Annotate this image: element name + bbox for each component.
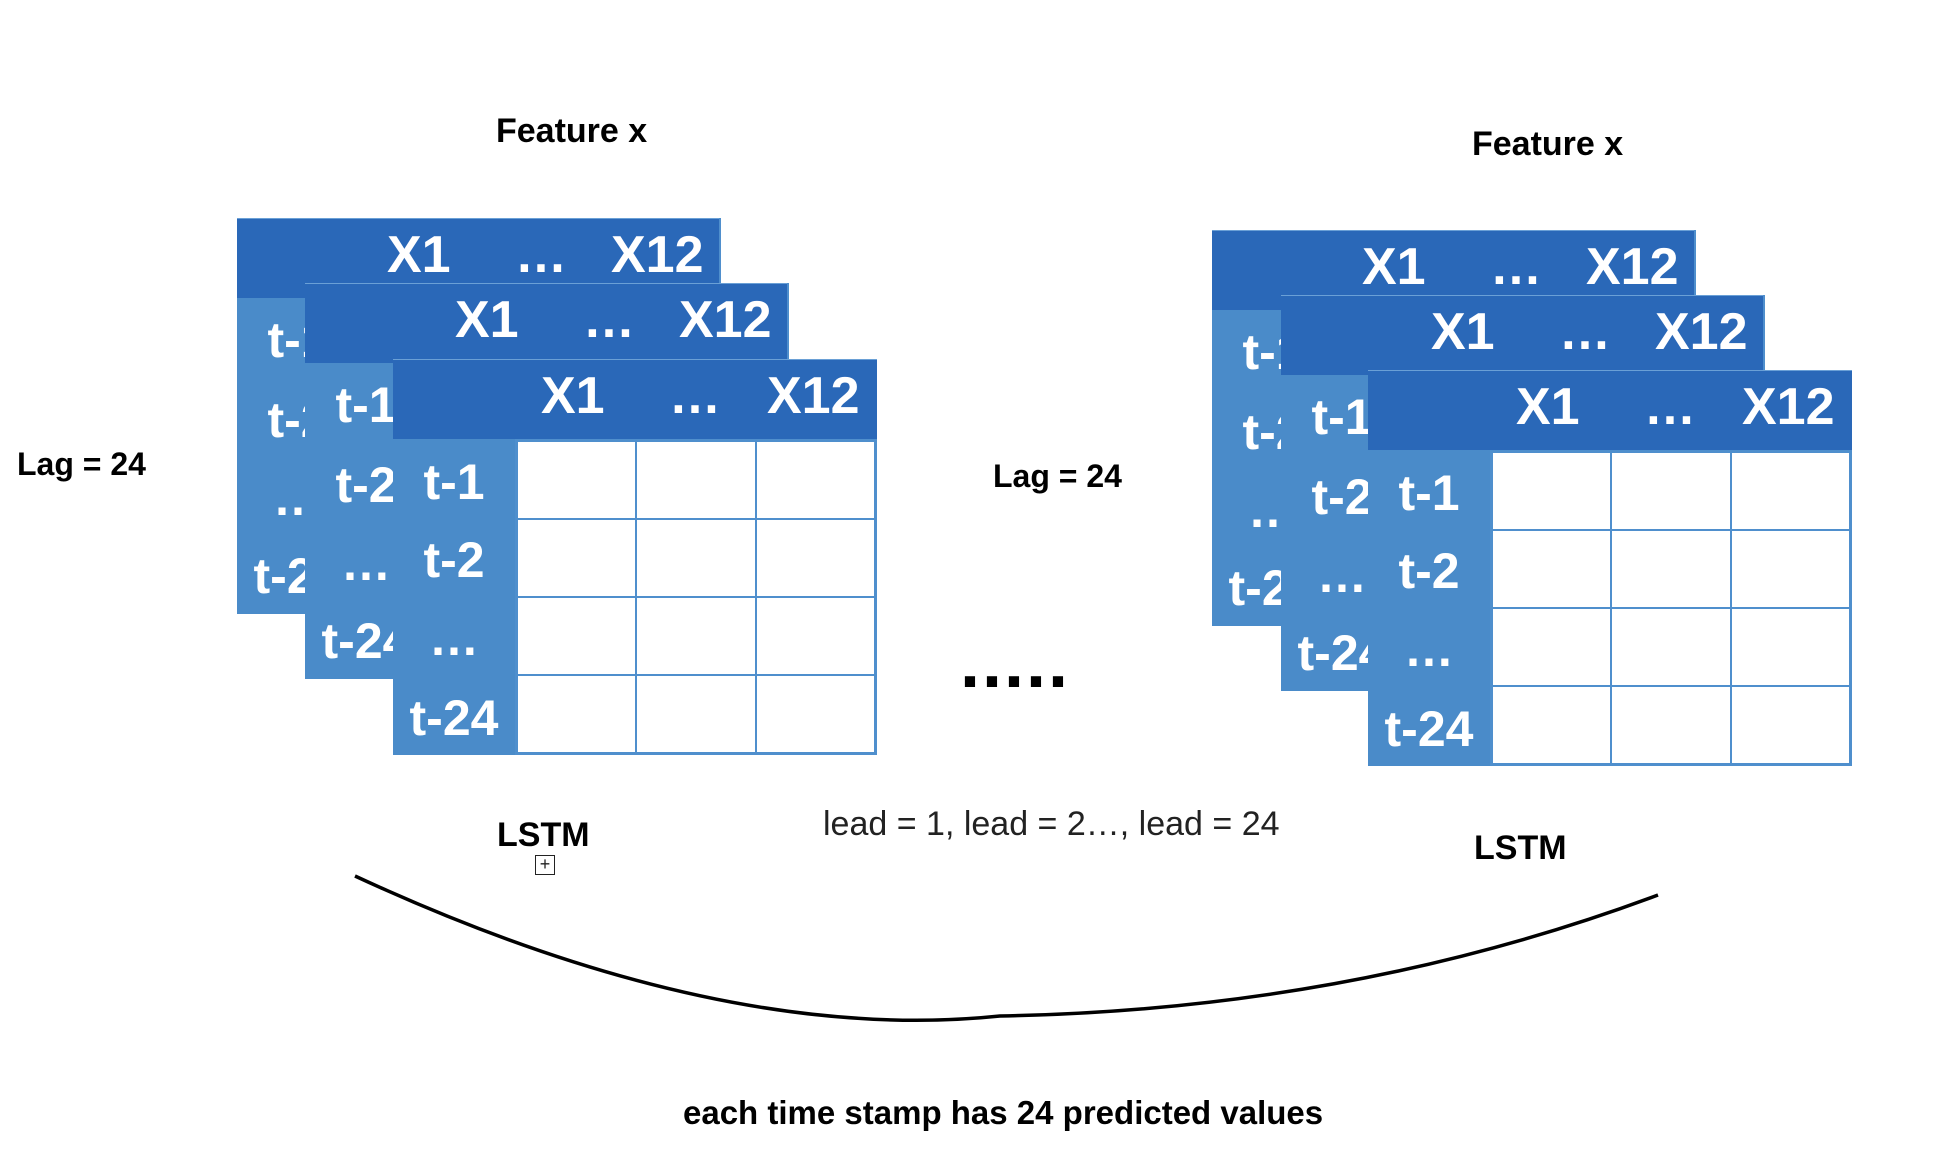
value-grid [1490,450,1852,766]
layer-header: X1 … X12 [393,359,877,439]
row-label: t-1 [335,377,397,433]
right-feature-label: Feature x [1472,125,1624,163]
col-header-first: X1 [541,367,605,425]
row-label: t-24 [409,690,499,746]
value-grid [515,439,877,755]
row-label: t-2 [423,532,485,588]
arc-curve [354,874,1659,1022]
col-header-last: X12 [767,367,860,425]
left-layer-front: X1 … X12 t-1 t-2 … t-24 [393,359,877,755]
col-header-last: X12 [1586,238,1679,296]
ellipsis-dots: ..... [960,623,1071,703]
col-header-first: X1 [1431,303,1495,361]
col-header-dots: … [669,367,721,425]
col-header-last: X12 [1742,378,1835,436]
plus-box-icon[interactable]: + [535,855,555,875]
right-layer-front: X1 … X12 t-1 t-2 … t-24 [1368,370,1852,766]
col-header-dots: … [1644,378,1696,436]
middle-lag-label: Lag = 24 [993,458,1122,494]
row-label: … [1317,547,1367,603]
layer-header: X1 … X12 [1281,295,1763,375]
row-label: t-1 [1311,389,1373,445]
col-header-dots: … [515,226,567,284]
layer-header: X1 … X12 [1368,370,1852,450]
col-header-last: X12 [1655,303,1748,361]
left-model-label: LSTM [497,816,590,854]
row-label: … [341,535,391,591]
col-header-dots: … [1490,238,1542,296]
col-header-first: X1 [1362,238,1426,296]
col-header-last: X12 [611,226,704,284]
col-header-first: X1 [387,226,451,284]
col-header-first: X1 [1516,378,1580,436]
row-label: t-2 [335,457,397,513]
left-lag-label: Lag = 24 [17,446,146,482]
left-feature-label: Feature x [496,112,648,150]
row-label: t-2 [1398,543,1460,599]
row-label: … [1404,621,1454,677]
row-label: t-1 [423,454,485,510]
layer-header: X1 … X12 [305,283,787,363]
lead-text: lead = 1, lead = 2…, lead = 24 [823,805,1280,843]
col-header-dots: … [583,291,635,349]
row-label: t-2 [1311,469,1373,525]
right-model-label: LSTM [1474,829,1567,867]
col-header-dots: … [1559,303,1611,361]
row-label: t-1 [1398,465,1460,521]
row-label: … [429,610,479,666]
footer-caption: each time stamp has 24 predicted values [683,1094,1324,1131]
col-header-first: X1 [455,291,519,349]
row-label: t-24 [1384,701,1474,757]
col-header-last: X12 [679,291,772,349]
